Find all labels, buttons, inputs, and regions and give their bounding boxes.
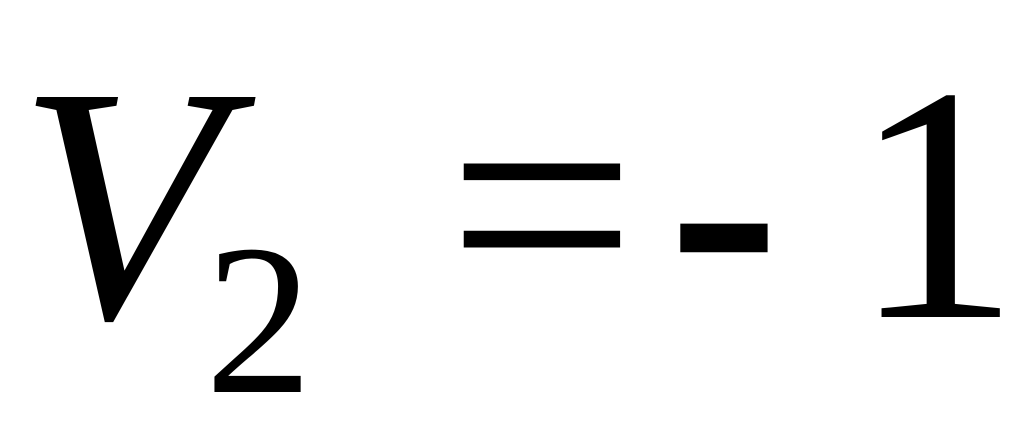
formula-variable: V xyxy=(18,18,224,390)
formula-subscript: 2 xyxy=(205,200,313,439)
formula-value: 1 xyxy=(852,18,1020,390)
formula-minus-sign: - xyxy=(668,18,780,390)
formula-equals-sign: = xyxy=(447,18,637,390)
